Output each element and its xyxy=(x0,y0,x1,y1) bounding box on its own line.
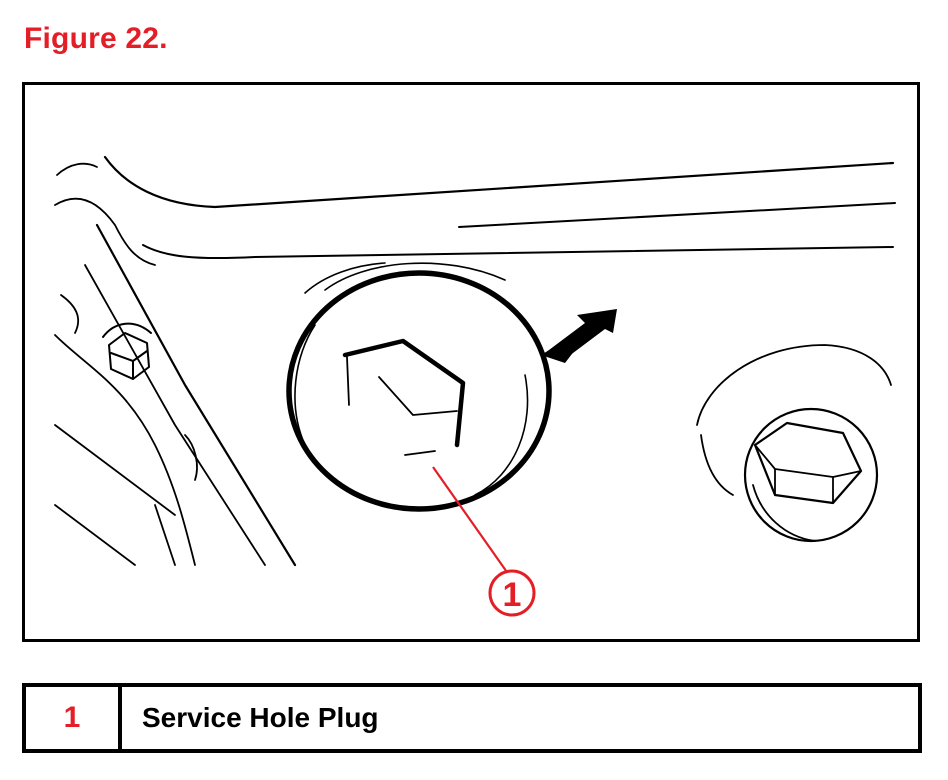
frame-rail xyxy=(54,424,176,516)
figure-title: Figure 22. xyxy=(24,22,168,55)
frame-rail xyxy=(184,434,198,481)
frame-rail xyxy=(54,504,136,566)
housing-edge-line xyxy=(142,244,894,260)
legend-label: Service Hole Plug xyxy=(142,702,379,733)
engine-diagram: 1 xyxy=(54,155,896,617)
housing-edge-line xyxy=(54,197,156,266)
figure-frame: 1 xyxy=(22,82,920,642)
frame-rail xyxy=(54,334,196,566)
housing-edge-line xyxy=(56,162,98,176)
callout-leader-line xyxy=(432,466,510,576)
arrow-head xyxy=(541,331,585,363)
frame-rail xyxy=(154,504,176,566)
frame-rail xyxy=(84,264,266,566)
callout-circle xyxy=(488,569,536,617)
housing-edge-line xyxy=(103,155,895,209)
housing-edge-line xyxy=(458,202,896,228)
legend-table: 1 Service Hole Plug xyxy=(22,683,922,753)
service-hole-plug-drawing xyxy=(286,262,552,512)
frame-rail xyxy=(60,294,80,334)
legend-number: 1 xyxy=(26,687,122,749)
small-bolt-left xyxy=(102,322,152,380)
callout-number: 1 xyxy=(503,576,522,614)
frame-rail xyxy=(95,223,297,567)
large-bolt-right xyxy=(696,344,892,543)
